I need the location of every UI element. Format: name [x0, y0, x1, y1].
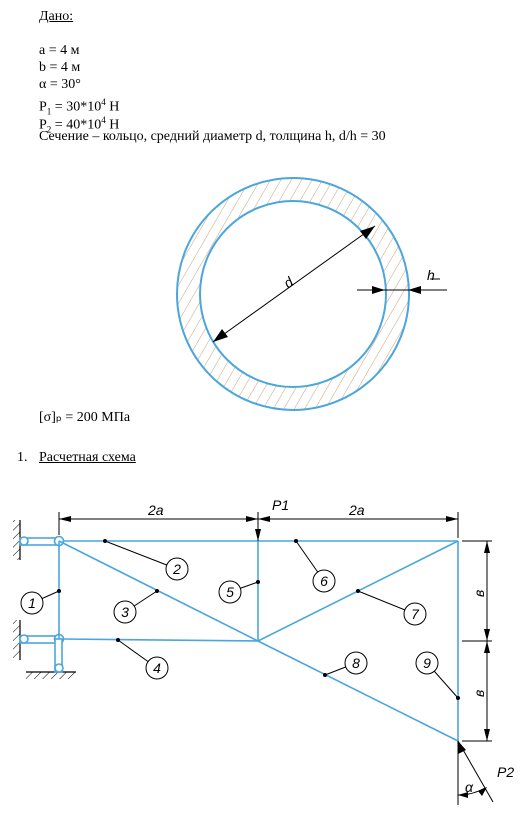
support-ground-pin — [54, 663, 64, 673]
wall-hatch-upper — [13, 520, 20, 560]
h-arrow-left — [372, 286, 385, 294]
rod-5-bubble — [218, 580, 242, 604]
ring-inner-circle — [199, 200, 387, 388]
rod-1-number: 1 — [28, 595, 36, 611]
step1-number: 1. — [17, 450, 28, 465]
d-arrow-top — [360, 226, 375, 239]
rod-8-leader — [324, 662, 357, 676]
alpha-arc — [457, 787, 486, 796]
dim-b-arrow-2 — [484, 629, 490, 641]
rod-2-leader-dot — [103, 539, 107, 543]
rod-6-leader — [295, 540, 325, 582]
given-p1: P1 = 30*104 Н — [39, 97, 120, 117]
d-arrow-bottom — [213, 329, 228, 342]
rod-3-leader-dot — [155, 589, 159, 593]
rod-6-leader-dot — [294, 539, 298, 543]
support-bottom-pin-node — [53, 633, 65, 645]
rod-9-leader-dot — [456, 696, 460, 700]
member-4 — [62, 638, 259, 642]
allowable-stress: [σ]ₚ = 200 МПа — [39, 410, 131, 425]
support-bottom-link — [19, 635, 61, 644]
p1-label: P1 — [272, 497, 289, 513]
dim-arrow-1 — [59, 516, 71, 522]
alpha-arrow-right — [478, 787, 487, 796]
rod-2-leader — [104, 540, 178, 570]
given-b: b = 4 м — [39, 60, 81, 75]
ring-hatch — [170, 170, 420, 420]
given-alpha: α = 30° — [39, 77, 81, 92]
rod-3-leader — [124, 590, 158, 613]
support-top-pin-wall — [19, 536, 29, 546]
rod-9-bubble — [415, 651, 439, 675]
rod-9-number: 9 — [423, 655, 431, 671]
rod-3-number: 3 — [121, 604, 129, 620]
dim-2a-right-label: 2a — [348, 502, 365, 518]
rod-8-leader-dot — [323, 673, 327, 677]
given-heading: Дано: — [39, 9, 74, 24]
member-7 — [257, 540, 459, 642]
member-3 — [58, 540, 259, 642]
given-a: a = 4 м — [39, 43, 80, 58]
dim-b-arrow-4 — [484, 729, 490, 741]
dim-arrow-4 — [446, 516, 458, 522]
rod-2-number: 2 — [172, 561, 181, 577]
alpha-arrow-left — [458, 792, 468, 798]
rod-8-bubble — [344, 651, 368, 675]
rod-1-leader — [31, 590, 60, 604]
rod-2-bubble — [165, 557, 189, 581]
rod-3-bubble — [113, 600, 137, 624]
support-top-pin-node — [53, 535, 65, 547]
rod-7-bubble — [403, 602, 427, 626]
rod-8-number: 8 — [352, 655, 360, 671]
ring-section-figure: d h — [170, 170, 447, 420]
p1-arrowhead — [255, 529, 261, 541]
p2-arrow-shaft — [457, 740, 494, 803]
ring-outer-circle — [176, 177, 410, 411]
rod-7-leader — [357, 590, 416, 615]
rod-4-bubble — [145, 656, 169, 680]
dim-2a-left-label: 2a — [147, 502, 164, 518]
b-upper-label: в — [471, 590, 487, 597]
rod-1-bubble — [20, 591, 44, 615]
p2-label: P2 — [497, 764, 514, 780]
dim-b-arrow-1 — [484, 541, 490, 553]
rod-4-leader — [117, 639, 158, 669]
support-top-link — [19, 537, 61, 546]
given-section: Сечение – кольцо, средний диаметр d, тол… — [39, 129, 386, 144]
rod-6-number: 6 — [320, 573, 328, 589]
rod-5-number: 5 — [226, 584, 234, 600]
dim-arrow-2 — [246, 516, 258, 522]
rod-5-leader-dot — [256, 580, 260, 584]
p2-arrowhead — [458, 741, 466, 754]
ground-hatch — [26, 672, 76, 679]
rod-9-leader — [426, 662, 459, 699]
member-8 — [257, 640, 459, 742]
alpha-label: α — [465, 779, 474, 795]
dim-arrow-3 — [258, 516, 270, 522]
rod-1-leader-dot — [57, 589, 61, 593]
rod-7-leader-dot — [356, 589, 360, 593]
h-label: h — [427, 267, 435, 283]
rod-6-bubble — [312, 569, 336, 593]
d-dimension-line — [212, 225, 376, 343]
given-p2: P2 = 40*104 Н — [39, 115, 120, 135]
rod-4-leader-dot — [116, 638, 120, 642]
h-arrow-right — [408, 286, 421, 294]
rod-7-number: 7 — [411, 606, 420, 622]
rod-4-number: 4 — [153, 660, 161, 676]
rod-5-leader — [229, 581, 259, 593]
b-lower-label: в — [471, 690, 487, 697]
step1-title: Расчетная схема — [39, 450, 136, 465]
support-bottom-pin-wall — [19, 634, 29, 644]
dim-b-arrow-3 — [484, 641, 490, 653]
wall-hatch-lower — [13, 620, 20, 660]
support-vertical-link — [54, 638, 63, 673]
